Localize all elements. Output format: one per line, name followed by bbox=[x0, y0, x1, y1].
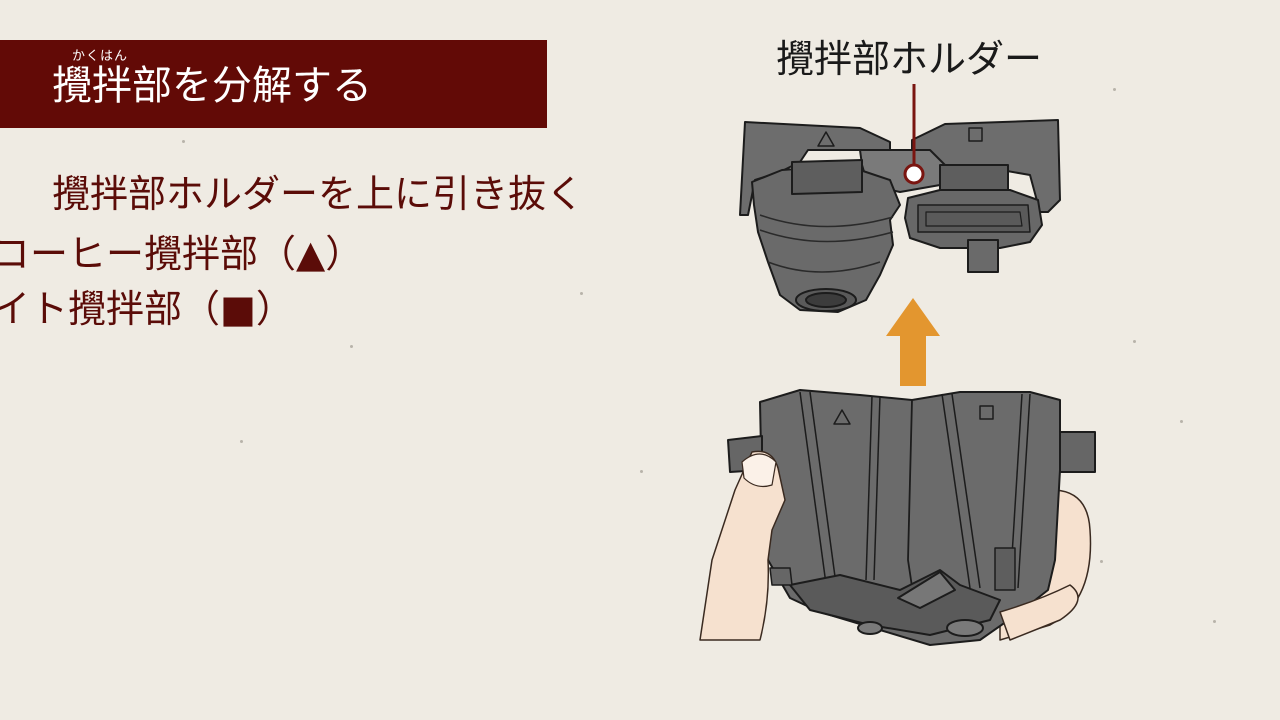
paper-speck bbox=[350, 345, 353, 348]
paper-speck bbox=[640, 470, 643, 473]
paper-speck bbox=[240, 440, 243, 443]
paper-speck bbox=[1213, 620, 1216, 623]
callout-label: 攪拌部ホルダー bbox=[776, 37, 1043, 81]
title-ruby: かくはん bbox=[72, 49, 129, 64]
agitator-holder-part bbox=[739, 119, 1061, 313]
paper-speck bbox=[1100, 560, 1103, 563]
paper-speck bbox=[1133, 340, 1136, 343]
page-title: 攪拌部を分解する bbox=[52, 63, 372, 109]
paper-speck bbox=[182, 140, 185, 143]
instruction-white-agitator: イト攪拌部（■） bbox=[0, 287, 294, 331]
agitator-base-part bbox=[699, 389, 1096, 646]
instruction-coffee-agitator: コーヒー攪拌部（▲） bbox=[0, 232, 364, 276]
instruction-main: 攪拌部ホルダーを上に引き抜く bbox=[52, 172, 585, 216]
callout-pin bbox=[903, 163, 925, 185]
paper-speck bbox=[1113, 88, 1116, 91]
paper-speck bbox=[580, 292, 583, 295]
title-banner: かくはん 攪拌部を分解する bbox=[0, 40, 547, 128]
pull-up-arrow-icon bbox=[886, 298, 940, 386]
paper-speck bbox=[1180, 420, 1183, 423]
